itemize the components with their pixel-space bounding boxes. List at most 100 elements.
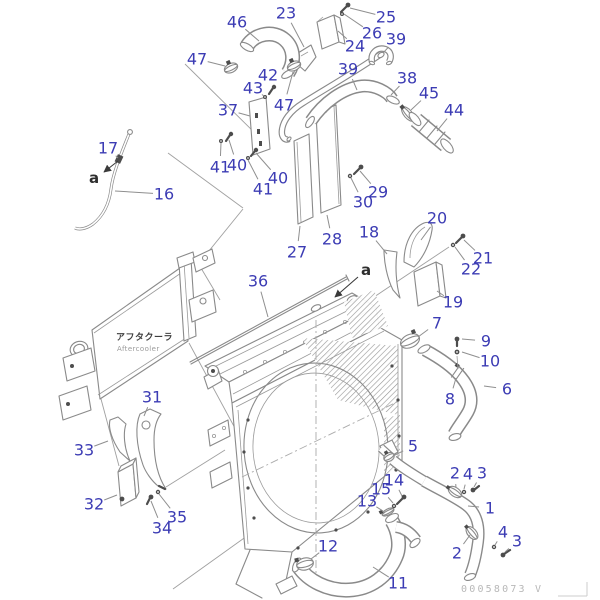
callout-22: 22 (461, 260, 481, 279)
callout-38: 38 (397, 69, 417, 88)
callout-leader-19 (436, 290, 445, 297)
clamp-47-left (223, 59, 239, 74)
callout-leader-9 (461, 338, 476, 341)
hose-piece (389, 455, 427, 486)
hose-6 (417, 344, 478, 442)
clamp-13 (378, 507, 395, 517)
callout-leader-10 (461, 351, 480, 359)
callout-leader-45 (410, 100, 422, 111)
view-label-a: a (361, 261, 371, 279)
bracket-33 (108, 416, 131, 462)
callout-leader-18 (375, 240, 388, 255)
callout-1: 1 (485, 499, 495, 518)
callout-leader-35 (158, 493, 171, 509)
callout-8: 8 (445, 390, 455, 409)
callout-19: 19 (443, 293, 463, 312)
callout-leader-16 (114, 190, 154, 194)
clamp-5 (383, 450, 395, 463)
callout-leader-43 (261, 94, 265, 97)
callout-leader-32 (104, 494, 118, 501)
bracket-18 (383, 249, 401, 299)
callout-leader-47 (286, 71, 294, 95)
callout-leader-38 (390, 85, 400, 96)
callout-leader-3 (504, 548, 510, 553)
callout-leader-23 (290, 22, 305, 48)
block-32 (117, 457, 140, 507)
callout-leader-37 (238, 112, 251, 117)
callout-leader-39 (351, 78, 358, 91)
hose-1 (421, 475, 485, 581)
view-label-a: a (89, 169, 99, 187)
sheet-corner-mark (558, 582, 588, 597)
callout-40: 40 (227, 156, 247, 175)
drawing-number: 00058073 V (461, 584, 543, 595)
callout-6: 6 (502, 380, 512, 399)
callout-35: 35 (167, 508, 187, 527)
bolt-14 (395, 494, 407, 506)
callout-leader-25 (349, 7, 376, 15)
callout-24: 24 (345, 37, 365, 56)
callout-13: 13 (357, 492, 377, 511)
bolts-29-30 (347, 164, 364, 179)
callout-5: 5 (408, 437, 418, 456)
nut-10 (454, 349, 460, 370)
callout-3: 3 (477, 464, 487, 483)
callout-46: 46 (227, 13, 247, 32)
hose-11 (291, 512, 421, 598)
callout-leader-33 (94, 440, 109, 447)
bolt-42 (267, 84, 277, 96)
callout-leader-44 (436, 118, 448, 132)
left-bracket-parts (108, 408, 167, 507)
callout-leader-11 (372, 566, 390, 578)
callout-leader-41 (247, 159, 259, 180)
callout-39: 39 (338, 60, 358, 79)
bottom-right-parts (377, 444, 512, 581)
callout-21: 21 (473, 249, 493, 268)
callout-18: 18 (359, 223, 379, 242)
callout-11: 11 (388, 574, 408, 593)
washer-15 (391, 503, 397, 509)
callout-leader-3 (473, 482, 477, 488)
callout-leader-28 (326, 214, 331, 229)
callout-leader-39 (382, 46, 389, 54)
callout-23: 23 (276, 4, 296, 23)
callout-30: 30 (353, 193, 373, 212)
callout-leader-41 (219, 142, 222, 157)
callout-leader-40 (228, 139, 235, 155)
callout-leader-7 (417, 329, 429, 338)
plate-27 (293, 133, 314, 225)
callout-leader-27 (297, 225, 301, 242)
washer-26 (340, 12, 344, 16)
callout-39: 39 (386, 30, 406, 49)
washer-4-bolt-3-upper (461, 484, 481, 495)
callout-leader-12 (310, 552, 320, 560)
callout-leader-24 (337, 30, 348, 40)
bracket-31 (136, 408, 167, 491)
callout-9: 9 (481, 332, 491, 351)
callout-3: 3 (512, 532, 522, 551)
callout-25: 25 (376, 8, 396, 27)
clamp-12 (294, 557, 314, 571)
bolt-34 (145, 494, 154, 506)
callout-leader-31 (143, 406, 149, 417)
callout-leader-5 (392, 450, 404, 457)
callout-27: 27 (287, 243, 307, 262)
callout-43: 43 (243, 79, 263, 98)
hose-39-long (278, 51, 385, 143)
hose-38 (305, 79, 400, 129)
callout-leader-1 (467, 505, 480, 508)
bracket-20 (403, 221, 433, 268)
callout-leader-14 (398, 489, 403, 497)
callout-37: 37 (218, 101, 238, 120)
bolt-25 (339, 2, 351, 14)
callout-2: 2 (450, 464, 460, 483)
block-19 (413, 261, 447, 307)
washer-35 (155, 489, 161, 495)
callout-33: 33 (74, 441, 94, 460)
callout-10: 10 (480, 352, 500, 371)
callout-leader-15 (387, 497, 394, 504)
aftercooler-label-jp: アフタクーラ (116, 331, 173, 343)
callout-leader-17 (115, 155, 119, 159)
callout-41: 41 (253, 180, 273, 199)
